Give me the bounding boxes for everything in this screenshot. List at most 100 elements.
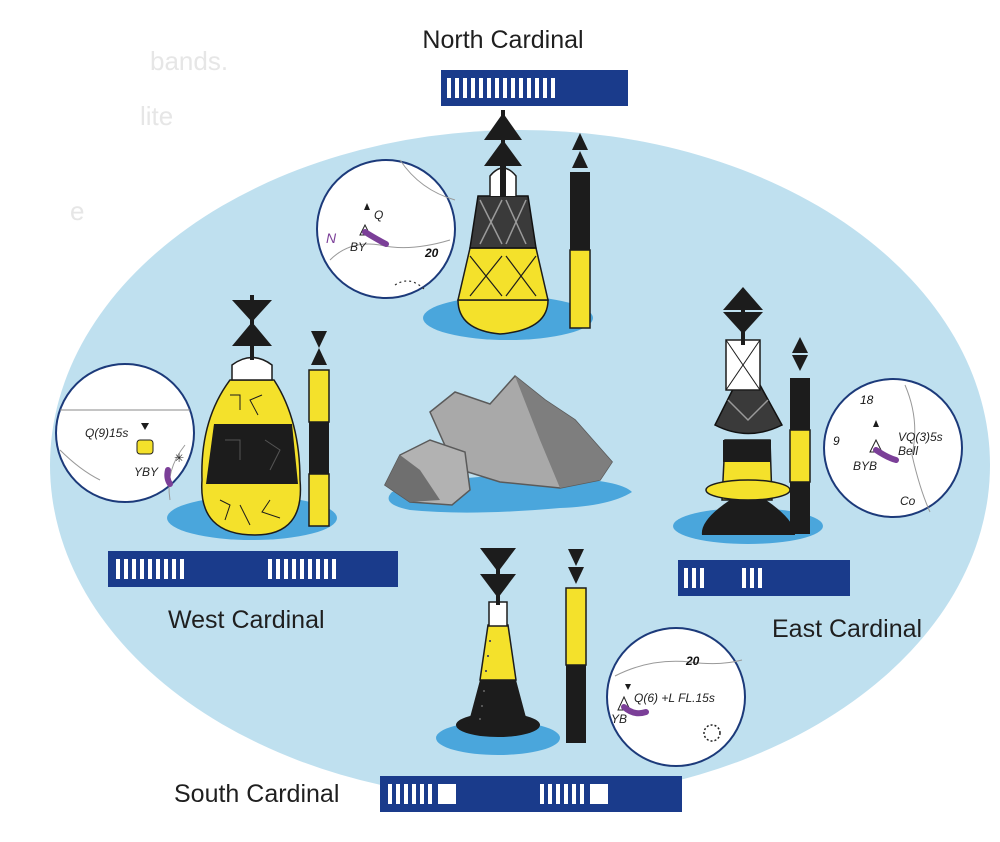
west-flash [156, 559, 160, 579]
west-flash-group [116, 559, 336, 579]
south-flash [548, 784, 552, 804]
west-inset-wreck-mark: ✳ [174, 451, 184, 465]
south-inset-light: Q(6) +L FL.15s [634, 691, 715, 705]
east-flash [684, 568, 688, 588]
south-chart-inset: 20 Q(6) +L FL.15s YB [606, 627, 746, 767]
south-inset-wreck-mark [703, 724, 721, 742]
north-flash [527, 78, 531, 98]
west-buoy-dark-pattern [225, 439, 281, 471]
west-flash [140, 559, 144, 579]
east-flash [742, 568, 746, 588]
west-flash [300, 559, 304, 579]
east-buoy-collar [705, 479, 791, 501]
north-flash [447, 78, 451, 98]
north-buoy-lower-body [457, 247, 549, 301]
east-rhythm-background [678, 560, 850, 596]
south-flash [540, 784, 544, 804]
north-flash [535, 78, 539, 98]
east-inset-extra: Bell [898, 444, 918, 458]
west-flash [292, 559, 296, 579]
west-inset-frame [55, 363, 195, 503]
east-pillar-symbol [789, 337, 811, 534]
east-buoy-frame-detail [727, 399, 769, 422]
south-flash [564, 784, 568, 804]
south-inset-depth: 20 [685, 654, 700, 668]
north-inset-shoal [394, 280, 426, 291]
north-pillar-symbol [569, 133, 591, 329]
north-inset-depth: 20 [424, 246, 439, 260]
north-flash [479, 78, 483, 98]
east-pillar-black-top [790, 378, 810, 430]
south-title: South Cardinal [174, 780, 339, 808]
west-flash [116, 559, 120, 579]
west-inset-colour: YBY [134, 465, 159, 479]
south-inset-topmark [625, 684, 631, 690]
north-flash [463, 78, 467, 98]
south-inset-frame [606, 627, 746, 767]
west-chart-inset: ✳ Q(9)15s YBY [55, 363, 195, 503]
north-flash [551, 78, 555, 98]
west-flash [308, 559, 312, 579]
west-flash [268, 559, 272, 579]
north-buoy-lower-lattice [469, 255, 537, 297]
east-inset-coastline [904, 384, 931, 513]
west-topmark-lower [232, 322, 272, 346]
west-flash [316, 559, 320, 579]
east-buoy [673, 287, 823, 544]
north-flash [519, 78, 523, 98]
east-topmark-lower [723, 312, 763, 334]
south-flash [420, 784, 424, 804]
east-inset-frame [823, 378, 963, 518]
faded-text-bands: bands. [150, 46, 228, 76]
south-rhythm-background [380, 776, 682, 812]
east-pillar-yellow [789, 429, 811, 483]
south-topmark-cone-1 [480, 548, 516, 572]
north-buoy-upper-lattice [479, 199, 527, 245]
west-pillar-yellow-top [308, 369, 330, 423]
south-flash [556, 784, 560, 804]
west-pillar-symbol [308, 331, 330, 527]
south-flash [404, 784, 408, 804]
east-title: East Cardinal [772, 615, 922, 643]
north-buoy [423, 110, 593, 340]
north-flash [471, 78, 475, 98]
north-title: North Cardinal [422, 26, 583, 54]
north-inset-light-flare [362, 229, 389, 247]
east-pillar-black-bottom [790, 482, 810, 534]
west-flash [276, 559, 280, 579]
north-buoy-lamp-post [500, 165, 506, 196]
east-inset-light-flare [873, 447, 899, 463]
west-buoy-lamp-cage [231, 356, 273, 381]
east-buoy-tower-cross [725, 339, 761, 391]
south-light-rhythm-bar [380, 776, 682, 812]
south-inset-light-flare [621, 704, 649, 717]
south-pillar-yellow [565, 587, 587, 666]
west-flash [148, 559, 152, 579]
north-pillar-cone-2 [572, 151, 588, 168]
west-title: West Cardinal [168, 606, 325, 634]
east-flash [758, 568, 762, 588]
south-topmark-cone-2 [480, 574, 516, 598]
south-flash-group [388, 784, 608, 804]
south-pillar-cone-1 [568, 549, 584, 566]
south-long-flash [590, 784, 608, 804]
south-flash [428, 784, 432, 804]
west-flash [164, 559, 168, 579]
faded-text-e: e [70, 196, 84, 226]
east-flash-group [684, 568, 762, 588]
west-flash [172, 559, 176, 579]
east-flash [700, 568, 704, 588]
north-pillar-yellow [569, 249, 591, 329]
north-flash [495, 78, 499, 98]
south-inset-coastline [614, 659, 743, 677]
east-light-rhythm-bar [678, 560, 850, 596]
west-buoy-pattern [219, 394, 281, 526]
danger-rock [384, 374, 632, 513]
east-chart-inset: 18 9 VQ(3)5s Bell BYB Co [823, 378, 963, 518]
west-flash [324, 559, 328, 579]
east-inset-colour: BYB [853, 459, 877, 473]
west-pillar-yellow-bottom [308, 473, 330, 527]
north-chart-inset: Q BY 20 N [316, 159, 456, 299]
south-pillar-black [566, 665, 586, 743]
